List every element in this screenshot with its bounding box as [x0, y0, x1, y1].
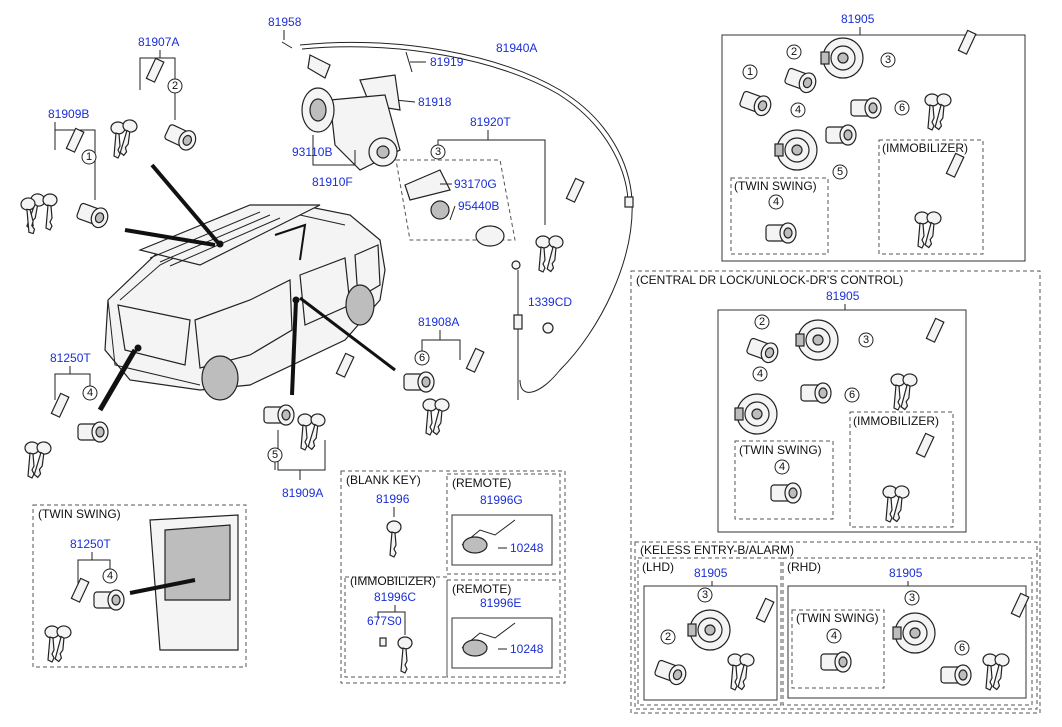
part-number-81996e: 81996E: [480, 596, 521, 610]
svg-text:(IMMOBILIZER): (IMMOBILIZER): [882, 141, 968, 155]
part-number-81905-central: 81905: [826, 289, 860, 303]
central-lock-section: (CENTRAL DR LOCK/UNLOCK-DR'S CONTROL) 81…: [630, 270, 1041, 714]
part-number-81918: 81918: [418, 95, 452, 109]
part-number-677s0: 677S0: [367, 614, 402, 628]
svg-text:6: 6: [849, 389, 855, 401]
assembly-81250t: 81250T 4: [24, 351, 109, 480]
svg-text:(TWIN SWING): (TWIN SWING): [739, 443, 822, 457]
blank-key-box: (BLANK KEY) 81996 (REMOTE) 81996G 10248 …: [340, 470, 566, 684]
van-illustration: [104, 204, 386, 401]
twin-swing-label: (TWIN SWING): [38, 507, 121, 521]
part-number-81905-lhd: 81905: [694, 566, 728, 580]
part-number-93110b: 93110B: [292, 145, 332, 159]
svg-text:5: 5: [837, 166, 843, 178]
assembly-81909a: 5 81909A: [263, 352, 355, 500]
twin-swing-box: (TWIN SWING) 81250T 4: [32, 504, 247, 668]
part-number-81908a: 81908A: [418, 315, 459, 329]
svg-text:(TWIN SWING): (TWIN SWING): [796, 611, 879, 625]
part-number-95440b: 95440B: [458, 199, 499, 213]
part-number-81958: 81958: [268, 15, 302, 29]
svg-text:(TWIN SWING): (TWIN SWING): [734, 179, 817, 193]
part-number-81905-top: 81905: [841, 12, 875, 26]
svg-text:4: 4: [773, 196, 779, 208]
central-lock-label: (CENTRAL DR LOCK/UNLOCK-DR'S CONTROL): [636, 273, 903, 287]
svg-text:3: 3: [885, 54, 891, 66]
part-number-81907a: 81907A: [138, 35, 179, 49]
svg-text:2: 2: [665, 631, 671, 643]
assembly-81908a: 81908A 6: [403, 315, 485, 437]
part-number-81919: 81919: [430, 55, 464, 69]
part-number-10248: 10248: [510, 541, 544, 555]
part-number-81909a: 81909A: [282, 486, 323, 500]
part-number-81996g: 81996G: [480, 493, 523, 507]
remote-label-2: (REMOTE): [452, 582, 511, 596]
callout-2: 2: [172, 80, 178, 92]
kit-81905-top: 81905 1 2 3 4 6 5 (TWIN SWING) 4 (IMMOBI…: [721, 12, 1026, 262]
keyless-label: (KELESS ENTRY-B/ALARM): [640, 543, 794, 557]
lhd-label: (LHD): [642, 560, 674, 574]
release-cable-81940a: 81940A 1339CD: [299, 41, 634, 400]
part-number-81920t: 81920T: [470, 115, 511, 129]
remote-label-1: (REMOTE): [452, 476, 511, 490]
part-number-81996c: 81996C: [374, 590, 416, 604]
part-number-81250t: 81250T: [50, 351, 91, 365]
svg-text:3: 3: [909, 592, 915, 604]
part-number-81996: 81996: [376, 492, 410, 506]
assembly-81907a: 81907A 2: [110, 35, 200, 159]
immobilizer-label-1: (IMMOBILIZER): [350, 574, 436, 588]
callout-3: 3: [435, 146, 441, 158]
callout-5: 5: [272, 449, 278, 461]
part-number-93170g: 93170G: [454, 177, 497, 191]
svg-text:6: 6: [959, 642, 965, 654]
svg-text:4: 4: [831, 630, 837, 642]
svg-text:3: 3: [702, 589, 708, 601]
svg-text:1: 1: [747, 66, 753, 78]
svg-text:4: 4: [757, 368, 763, 380]
callout-4: 4: [87, 387, 93, 399]
part-number-81940a: 81940A: [496, 41, 537, 55]
pointer-arrows: [97, 163, 396, 412]
svg-text:2: 2: [791, 46, 797, 58]
part-number-81250t-twin: 81250T: [70, 537, 111, 551]
assembly-81909b: 81909B 1: [19, 107, 112, 236]
blank-key-label: (BLANK KEY): [346, 473, 421, 487]
keyless-entry-section: (KELESS ENTRY-B/ALARM) (LHD) 81905 3 2 (…: [634, 541, 1038, 710]
part-number-10248-b: 10248: [510, 642, 544, 656]
assembly-81920t: 81920T 3 93170G 95440B: [395, 115, 585, 274]
svg-text:4: 4: [779, 461, 785, 473]
part-number-81909b: 81909B: [48, 107, 89, 121]
callout-4-twin: 4: [107, 570, 113, 582]
callout-6: 6: [419, 352, 425, 364]
svg-text:3: 3: [863, 334, 869, 346]
part-number-1339cd: 1339CD: [528, 295, 572, 309]
callout-1: 1: [86, 151, 92, 163]
svg-text:2: 2: [759, 316, 765, 328]
svg-text:(IMMOBILIZER): (IMMOBILIZER): [853, 414, 939, 428]
rhd-label: (RHD): [787, 560, 821, 574]
ignition-assembly: 81958 81919 81918 93110B 81910F: [268, 15, 464, 189]
part-number-81910f: 81910F: [312, 175, 353, 189]
svg-text:6: 6: [899, 102, 905, 114]
svg-text:4: 4: [795, 104, 801, 116]
part-number-81905-rhd: 81905: [889, 566, 923, 580]
